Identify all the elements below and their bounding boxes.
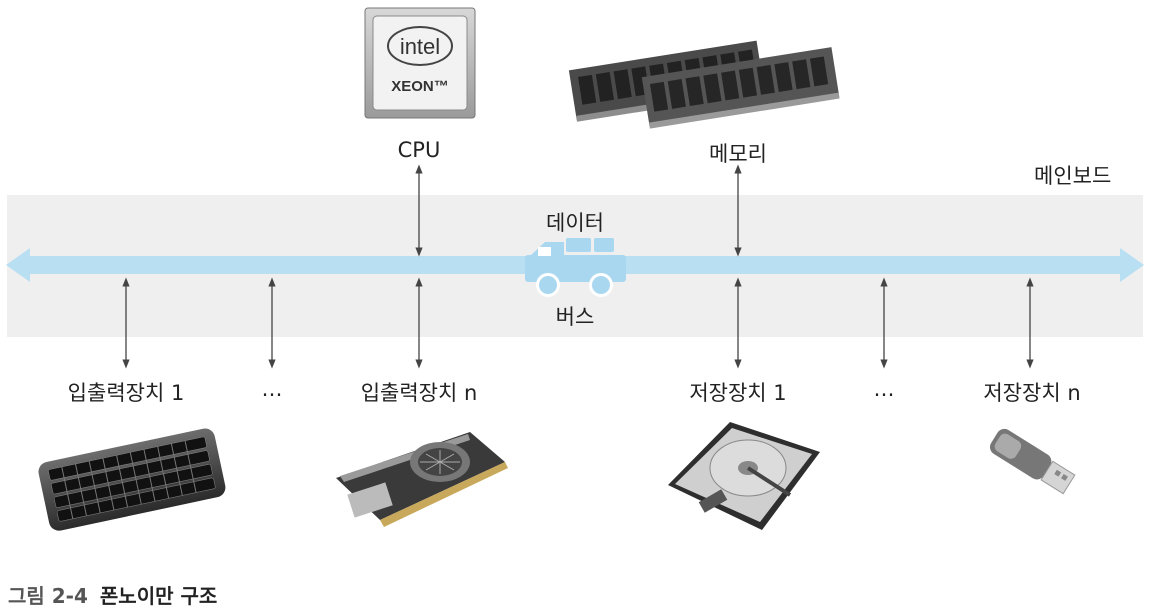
mainboard-label: 메인보드: [1034, 164, 1112, 188]
keyboard-icon: [38, 428, 226, 531]
connector-arrows: [122, 164, 1034, 369]
figure-caption: 그림 2-4 폰노이만 구조: [8, 580, 217, 609]
memory-ram-icon: [568, 40, 840, 129]
usb-drive-icon: [989, 428, 1076, 495]
memory-label: 메모리: [709, 142, 767, 166]
graphics-card-icon: [336, 432, 508, 527]
figure-title: 폰노이만 구조: [99, 584, 218, 608]
cpu-label: CPU: [397, 138, 441, 162]
io-ellipsis-label: …: [261, 377, 283, 401]
io-device-1-label: 입출력장치 1: [67, 381, 185, 405]
truck-icon: [525, 238, 626, 297]
figure-number: 그림 2-4: [8, 584, 88, 608]
cpu-chip-icon: intel XEON™: [364, 7, 476, 119]
storage-ellipsis-label: …: [873, 377, 895, 401]
storage-device-n-label: 저장장치 n: [983, 381, 1081, 405]
hard-disk-icon: [668, 422, 820, 530]
storage-device-1-label: 저장장치 1: [689, 381, 787, 405]
data-label: 데이터: [546, 211, 604, 235]
bus-label: 버스: [555, 305, 595, 329]
cpu-brand-text: intel: [400, 34, 440, 59]
cpu-model-text: XEON™: [391, 78, 449, 95]
io-device-n-label: 입출력장치 n: [360, 381, 478, 405]
